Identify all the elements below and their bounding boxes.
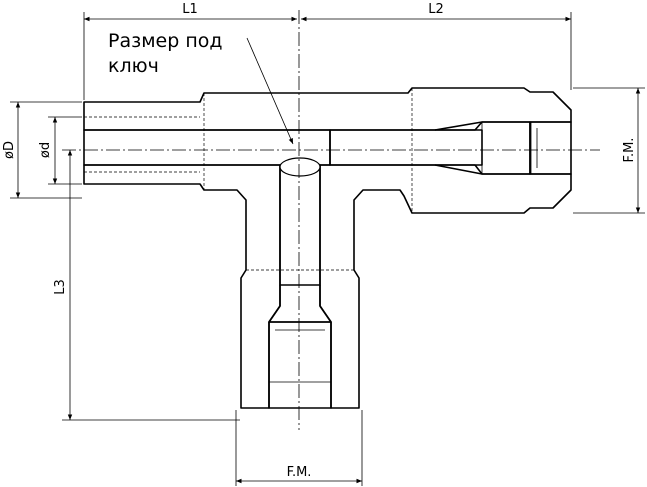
center-lines [62, 10, 600, 430]
note-leader [246, 37, 294, 145]
bottom-wall [83, 164, 281, 409]
dim-fm-right: F.M. [573, 87, 645, 214]
label-od: øD [2, 141, 17, 159]
note-line-2: ключ [108, 55, 159, 77]
center-bore [329, 129, 483, 166]
drill-point [279, 157, 321, 177]
label-l1: L1 [182, 2, 198, 17]
branch-thread-bore [268, 321, 332, 409]
label-l3: L3 [53, 279, 68, 295]
bottom-wall-right [319, 164, 572, 409]
wrench-note: Размер под ключ [108, 30, 294, 145]
dim-l3: L3 [53, 150, 240, 421]
branch-bore [279, 164, 321, 286]
dim-fm-bottom: F.M. [235, 410, 363, 486]
label-fm-bottom: F.M. [287, 465, 312, 480]
right-thread-bore [529, 121, 572, 175]
note-line-1: Размер под [108, 30, 223, 52]
branch-cone [268, 285, 332, 323]
thread-lines [84, 88, 538, 383]
bores [83, 121, 572, 409]
body-section [83, 87, 572, 409]
dim-l1-l2: L1 L2 [83, 2, 572, 100]
dim-diameters: øD ød [2, 101, 82, 199]
label-fm-right: F.M. [622, 138, 637, 163]
top-wall [83, 87, 572, 131]
label-id: ød [38, 142, 53, 158]
label-l2: L2 [428, 2, 444, 17]
